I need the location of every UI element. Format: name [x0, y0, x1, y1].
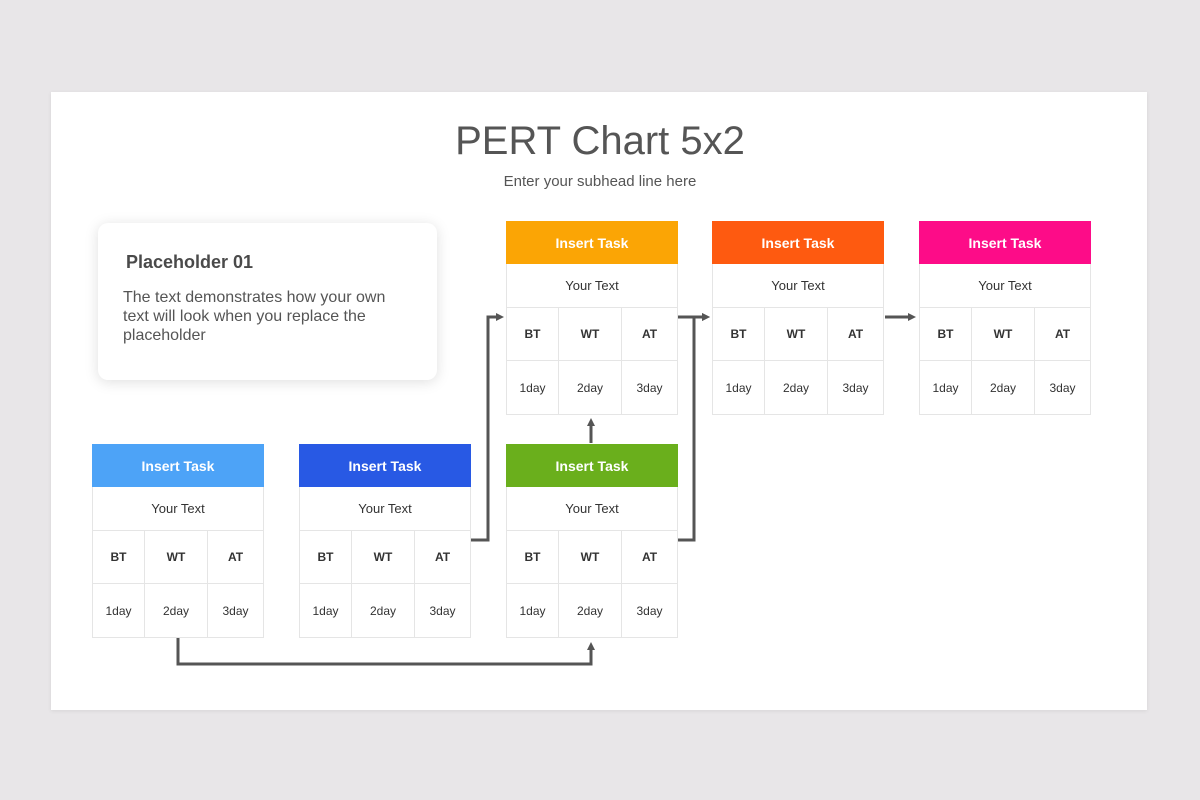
at-label: AT	[415, 530, 470, 584]
at-value: 3day	[636, 380, 663, 395]
task-header: Insert Task	[506, 221, 678, 264]
bt-value: 1day	[519, 603, 546, 618]
bt-value: 1day	[725, 380, 752, 395]
at-label: AT	[622, 307, 677, 361]
task-text: Your Text	[920, 264, 1090, 308]
task-grid: Your Text BT WT AT 1day 2day 3day	[919, 264, 1091, 415]
task-header: Insert Task	[919, 221, 1091, 264]
wt-label: WT	[144, 530, 208, 584]
task-box-5: Insert Task Your Text BT WT AT 1day 2day…	[712, 221, 884, 415]
placeholder-card: Placeholder 01 The text demonstrates how…	[98, 223, 437, 380]
task-text: Your Text	[93, 487, 263, 531]
at-value: 3day	[1049, 380, 1076, 395]
bt-value: 1day	[519, 380, 546, 395]
task-header: Insert Task	[506, 444, 678, 487]
wt-value: 2day	[558, 584, 622, 637]
bt-label: BT	[920, 307, 971, 361]
placeholder-title: Placeholder 01	[126, 252, 254, 272]
wt-value: 2day	[971, 361, 1035, 414]
bt-label: BT	[713, 307, 764, 361]
connector-task1-to-task3	[176, 638, 595, 666]
at-label: AT	[828, 307, 883, 361]
task-grid: Your Text BT WT AT 1day 2day 3day	[92, 487, 264, 638]
wt-value: 2day	[144, 584, 208, 637]
task-text: Your Text	[507, 264, 677, 308]
at-value: 3day	[842, 380, 869, 395]
task-grid: Your Text BT WT AT 1day 2day 3day	[506, 264, 678, 415]
wt-label: WT	[971, 307, 1035, 361]
task-box-1: Insert Task Your Text BT WT AT 1day 2day…	[92, 444, 264, 638]
wt-label: WT	[558, 307, 622, 361]
bt-label: BT	[93, 530, 144, 584]
placeholder-body: The text demonstrates how your own text …	[123, 289, 386, 344]
wt-label: WT	[764, 307, 828, 361]
connector-task3-to-task5	[678, 313, 710, 542]
wt-label: WT	[558, 530, 622, 584]
task-box-3: Insert Task Your Text BT WT AT 1day 2day…	[506, 444, 678, 638]
task-header: Insert Task	[712, 221, 884, 264]
bt-label: BT	[507, 530, 558, 584]
page-subtitle: Enter your subhead line here	[503, 173, 697, 190]
wt-value: 2day	[764, 361, 828, 414]
at-value: 3day	[636, 603, 663, 618]
bt-value: 1day	[932, 380, 959, 395]
task-grid: Your Text BT WT AT 1day 2day 3day	[299, 487, 471, 638]
at-value: 3day	[429, 603, 456, 618]
task-box-2: Insert Task Your Text BT WT AT 1day 2day…	[299, 444, 471, 638]
bt-value: 1day	[105, 603, 132, 618]
wt-label: WT	[351, 530, 415, 584]
task-grid: Your Text BT WT AT 1day 2day 3day	[712, 264, 884, 415]
task-grid: Your Text BT WT AT 1day 2day 3day	[506, 487, 678, 638]
wt-value: 2day	[558, 361, 622, 414]
bt-label: BT	[300, 530, 351, 584]
at-label: AT	[208, 530, 263, 584]
task-text: Your Text	[713, 264, 883, 308]
at-label: AT	[622, 530, 677, 584]
connector-task2-to-task4	[471, 313, 504, 542]
bt-label: BT	[507, 307, 558, 361]
task-header: Insert Task	[92, 444, 264, 487]
wt-value: 2day	[351, 584, 415, 637]
task-box-4: Insert Task Your Text BT WT AT 1day 2day…	[506, 221, 678, 415]
task-box-6: Insert Task Your Text BT WT AT 1day 2day…	[919, 221, 1091, 415]
at-label: AT	[1035, 307, 1090, 361]
task-text: Your Text	[300, 487, 470, 531]
page-title: PERT Chart 5x2	[455, 119, 745, 163]
task-header: Insert Task	[299, 444, 471, 487]
bt-value: 1day	[312, 603, 339, 618]
task-text: Your Text	[507, 487, 677, 531]
at-value: 3day	[222, 603, 249, 618]
